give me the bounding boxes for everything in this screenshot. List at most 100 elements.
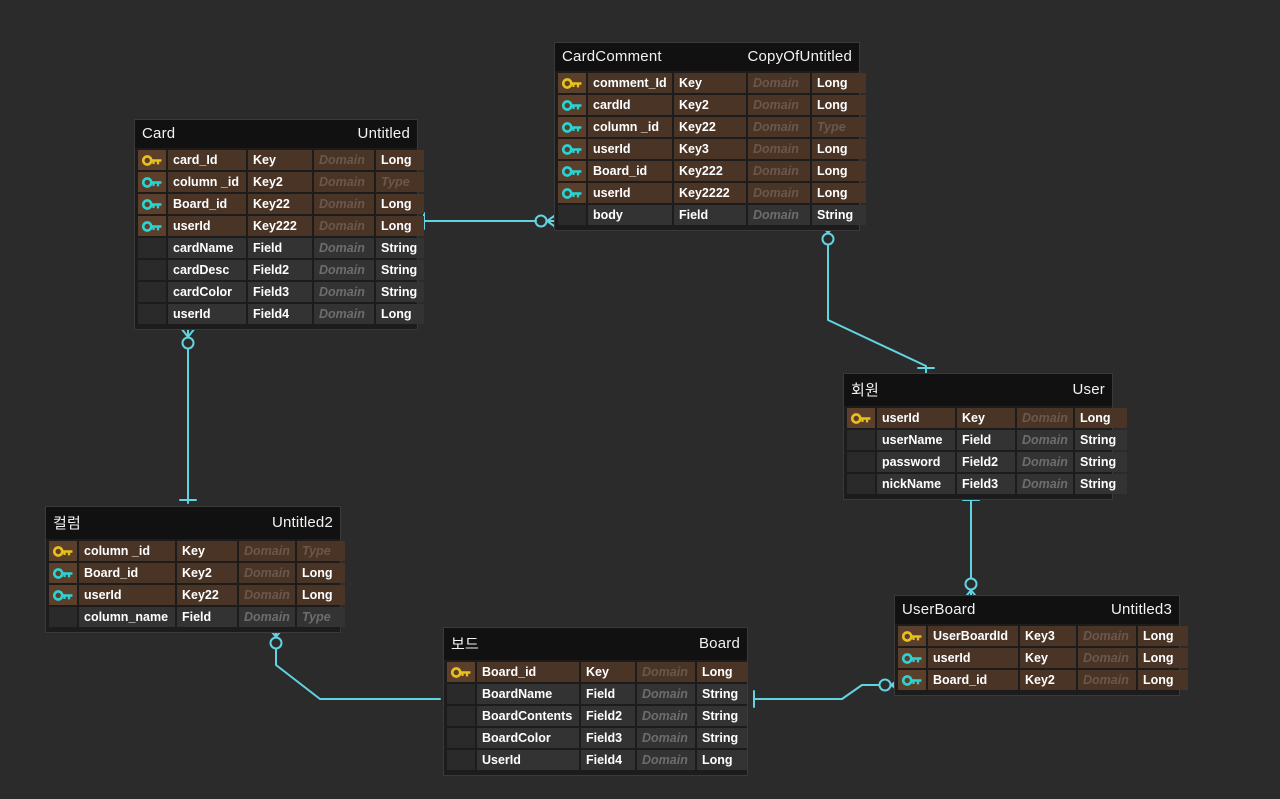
column-domain: Domain [1078, 648, 1136, 668]
column-type: String [376, 238, 424, 258]
column-domain: Domain [314, 194, 374, 214]
column-key-label: Key22 [177, 585, 237, 605]
column-domain: Domain [637, 728, 695, 748]
relationship-card-column [179, 327, 197, 504]
entity-physical-name: Untitled [357, 125, 410, 142]
entity-logical-name: 컬럼 [53, 515, 82, 532]
column-key-label: Field [581, 684, 635, 704]
column-name: userId [588, 139, 672, 159]
relationship-board-userboard [753, 677, 902, 708]
column-key-label: Key [248, 150, 312, 170]
entity-logical-name: Card [142, 125, 176, 142]
no-key-icon [138, 282, 166, 302]
no-key-icon [447, 706, 475, 726]
column-key-label: Key3 [1020, 626, 1076, 646]
column-domain: Domain [239, 607, 295, 627]
pk-key-icon [138, 150, 166, 170]
entity-physical-name: Untitled2 [271, 514, 333, 531]
fk-key-icon [558, 161, 586, 181]
column-name: body [588, 205, 672, 225]
column-domain: Domain [314, 216, 374, 236]
no-key-icon [138, 260, 166, 280]
column-name: userId [877, 408, 955, 428]
column-type: Type [812, 117, 866, 137]
column-name: userId [588, 183, 672, 203]
column-domain: Domain [314, 304, 374, 324]
column-key-label: Field [674, 205, 746, 225]
column-name: Board_id [168, 194, 246, 214]
column-domain: Domain [314, 260, 374, 280]
entity-header-card[interactable]: Card Untitled [135, 120, 417, 148]
column-domain: Domain [637, 662, 695, 682]
column-type: String [812, 205, 866, 225]
fk-key-icon [898, 670, 926, 690]
column-domain: Domain [1017, 474, 1073, 494]
fk-key-icon [558, 117, 586, 137]
column-domain: Domain [239, 541, 295, 561]
column-name: userId [168, 216, 246, 236]
column-type: Long [812, 73, 866, 93]
column-name: Board_id [477, 662, 579, 682]
column-domain: Domain [637, 706, 695, 726]
column-name: card_Id [168, 150, 246, 170]
pk-key-icon [898, 626, 926, 646]
fk-key-icon [558, 95, 586, 115]
entity-header-column[interactable]: 컬럼 Untitled2 [46, 507, 340, 539]
column-key-label: Field4 [581, 750, 635, 770]
no-key-icon [49, 607, 77, 627]
column-name: column_name [79, 607, 175, 627]
no-key-icon [447, 684, 475, 704]
column-domain: Domain [1078, 670, 1136, 690]
column-name: BoardColor [477, 728, 579, 748]
pk-key-icon [847, 408, 875, 428]
pk-key-icon [447, 662, 475, 682]
column-name: UserBoardId [928, 626, 1018, 646]
column-type: Type [297, 541, 345, 561]
column-name: comment_Id [588, 73, 672, 93]
